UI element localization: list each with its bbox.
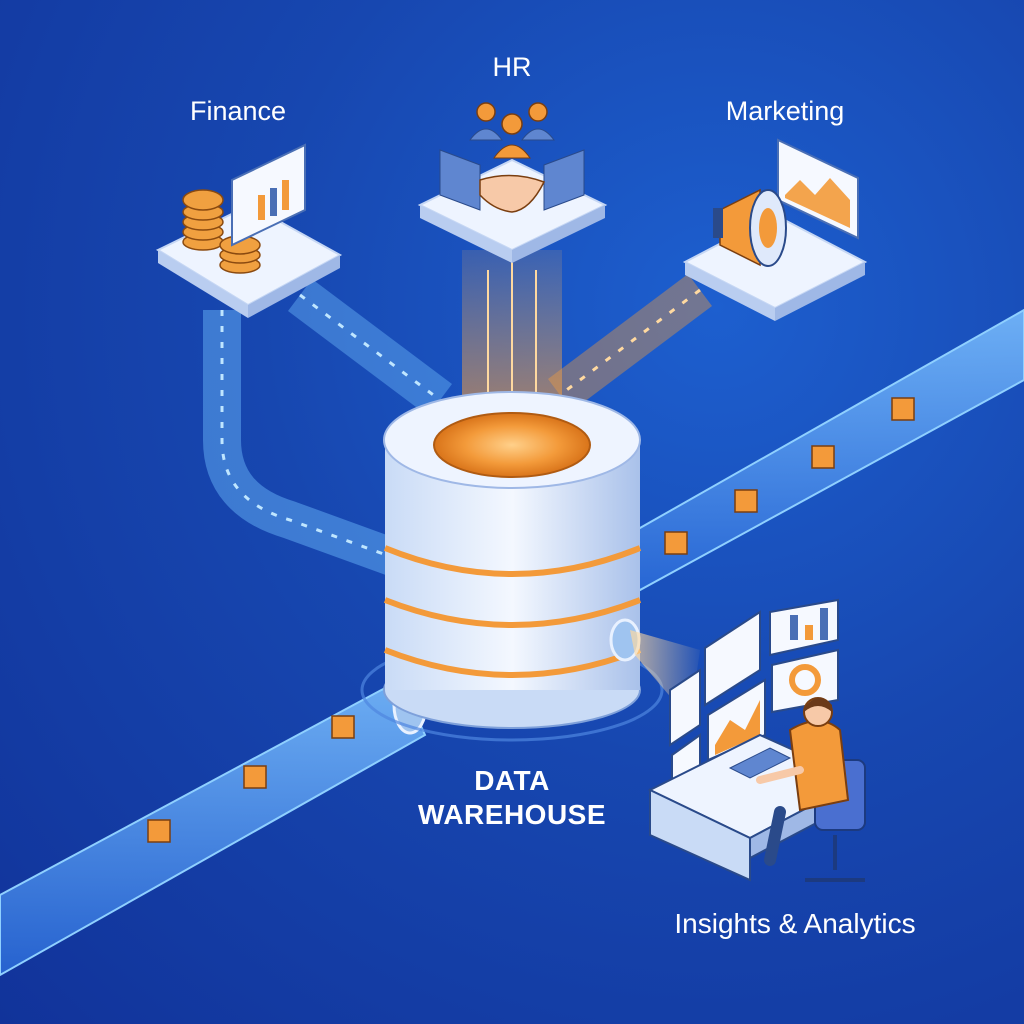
marketing-node xyxy=(682,138,868,321)
marketing-label: Marketing xyxy=(725,96,845,126)
data-packet-icon xyxy=(664,397,915,555)
pipe-outbound xyxy=(608,308,1024,592)
pipe-finance xyxy=(288,279,452,416)
data-warehouse-label: DATA WAREHOUSE xyxy=(400,764,624,832)
finance-node xyxy=(155,143,343,318)
pipe-finance-return xyxy=(203,310,407,578)
database-cylinder-icon xyxy=(360,391,664,742)
bar-chart-icon xyxy=(231,143,306,247)
pipe-marketing xyxy=(548,274,712,411)
handshake-icon xyxy=(439,149,585,213)
data-warehouse-line1: DATA xyxy=(474,765,550,796)
pipe-inbound xyxy=(0,675,428,977)
hr-node xyxy=(417,102,608,263)
insights-label: Insights & Analytics xyxy=(674,908,916,939)
hr-label: HR xyxy=(492,52,532,82)
data-warehouse-line2: WAREHOUSE xyxy=(417,799,607,830)
megaphone-icon xyxy=(713,188,787,267)
people-icon xyxy=(469,102,555,159)
insights-node xyxy=(647,598,866,882)
analyst-at-desk-icon xyxy=(756,697,866,882)
finance-label: Finance xyxy=(189,96,287,126)
data-packet-icon xyxy=(147,715,355,843)
area-chart-icon xyxy=(777,138,859,240)
